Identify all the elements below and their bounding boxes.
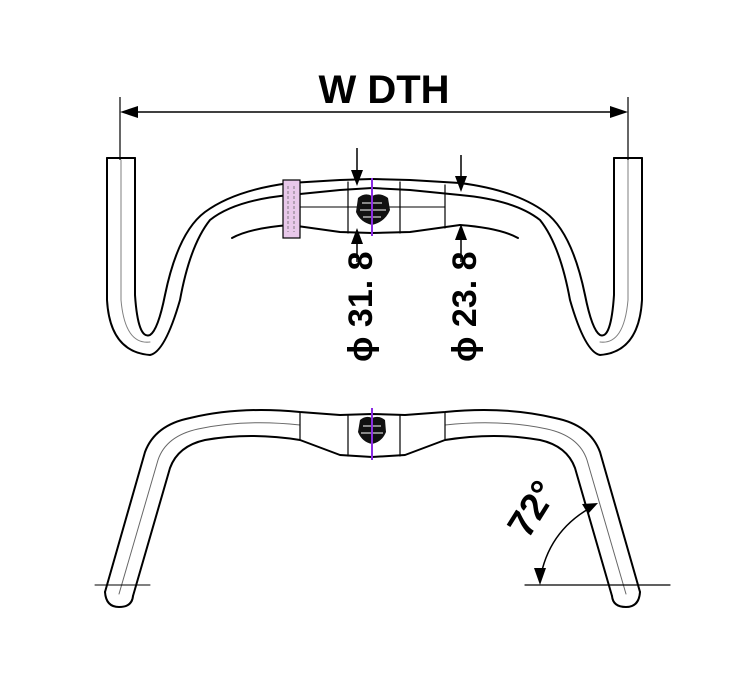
width-arrow-left: [120, 106, 138, 118]
width-arrow-right: [610, 106, 628, 118]
width-dimension: W DTH: [119, 68, 629, 160]
bar-diameter-dimension: ϕ 23. 8: [446, 155, 484, 362]
clamp-diameter-label: ϕ 31. 8: [342, 251, 380, 362]
center-logo-top: [356, 178, 390, 236]
center-logo-front: [358, 408, 386, 460]
clamp-diameter-dimension: ϕ 31. 8: [342, 148, 380, 362]
flare-angle-dimension: 72°: [500, 474, 598, 585]
width-label: W DTH: [318, 68, 449, 112]
flare-angle-label: 72°: [500, 474, 566, 545]
top-view: [106, 157, 643, 356]
front-view: [94, 409, 671, 608]
bar-diameter-label: ϕ 23. 8: [446, 251, 484, 362]
brand-band: [282, 179, 301, 239]
